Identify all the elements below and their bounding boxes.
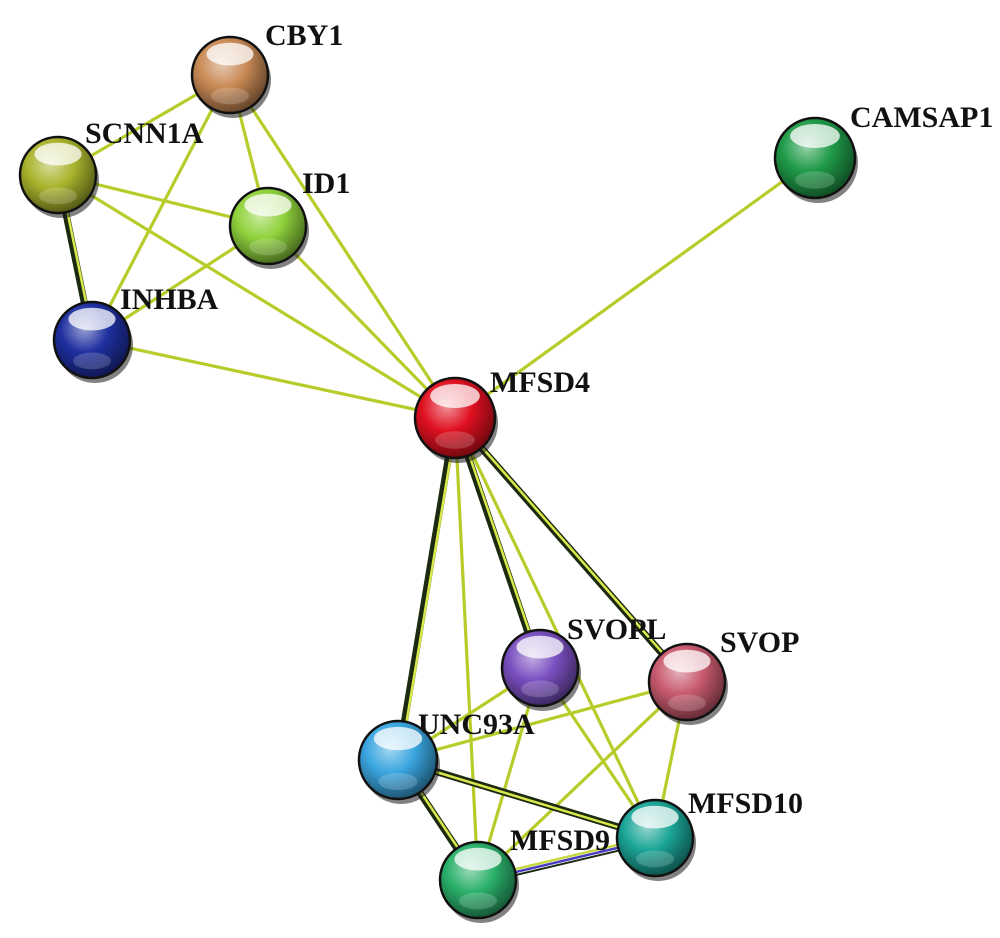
- node-svopl[interactable]: [500, 628, 581, 711]
- node-label-id1: ID1: [302, 167, 350, 200]
- edge-cby1-mfsd4: [228, 73, 457, 420]
- node-camsap1[interactable]: [773, 116, 858, 203]
- node-inhba[interactable]: [52, 300, 133, 383]
- edge-scnn1a-mfsd4: [56, 173, 457, 420]
- node-unc93a[interactable]: [357, 719, 440, 804]
- edge-mfsd4-unc93a: [394, 414, 459, 764]
- node-id1[interactable]: [228, 186, 309, 269]
- node-svop[interactable]: [647, 642, 728, 725]
- edge-svop-mfsd9: [476, 680, 689, 882]
- edge-svop-unc93a: [396, 680, 689, 762]
- node-label-mfsd9: MFSD9: [510, 824, 610, 857]
- node-label-camsap1: CAMSAP1: [850, 101, 993, 134]
- node-label-mfsd10: MFSD10: [688, 787, 803, 820]
- node-mfsd10[interactable]: [615, 798, 696, 881]
- node-label-cby1: CBY1: [265, 19, 343, 52]
- edge-mfsd4-mfsd10: [453, 416, 657, 840]
- edge-mfsd4-svop: [451, 414, 691, 686]
- network-nodes: [18, 35, 858, 923]
- edge-camsap1-mfsd4: [453, 156, 817, 420]
- edge-unc93a-mfsd10: [394, 756, 659, 842]
- node-label-svop: SVOP: [720, 626, 799, 659]
- node-label-inhba: INHBA: [120, 283, 219, 316]
- node-scnn1a[interactable]: [18, 135, 99, 218]
- node-label-scnn1a: SCNN1A: [85, 117, 204, 150]
- node-label-svopl: SVOPL: [567, 613, 666, 646]
- node-mfsd4[interactable]: [413, 376, 498, 463]
- edge-mfsd4-mfsd9: [453, 416, 480, 882]
- node-label-mfsd4: MFSD4: [490, 366, 590, 399]
- edge-cby1-inhba: [90, 73, 232, 342]
- node-label-unc93a: UNC93A: [418, 708, 535, 741]
- edge-inhba-mfsd4: [90, 338, 457, 420]
- node-cby1[interactable]: [190, 35, 271, 118]
- edge-id1-mfsd4: [266, 224, 457, 420]
- node-mfsd9[interactable]: [438, 840, 519, 923]
